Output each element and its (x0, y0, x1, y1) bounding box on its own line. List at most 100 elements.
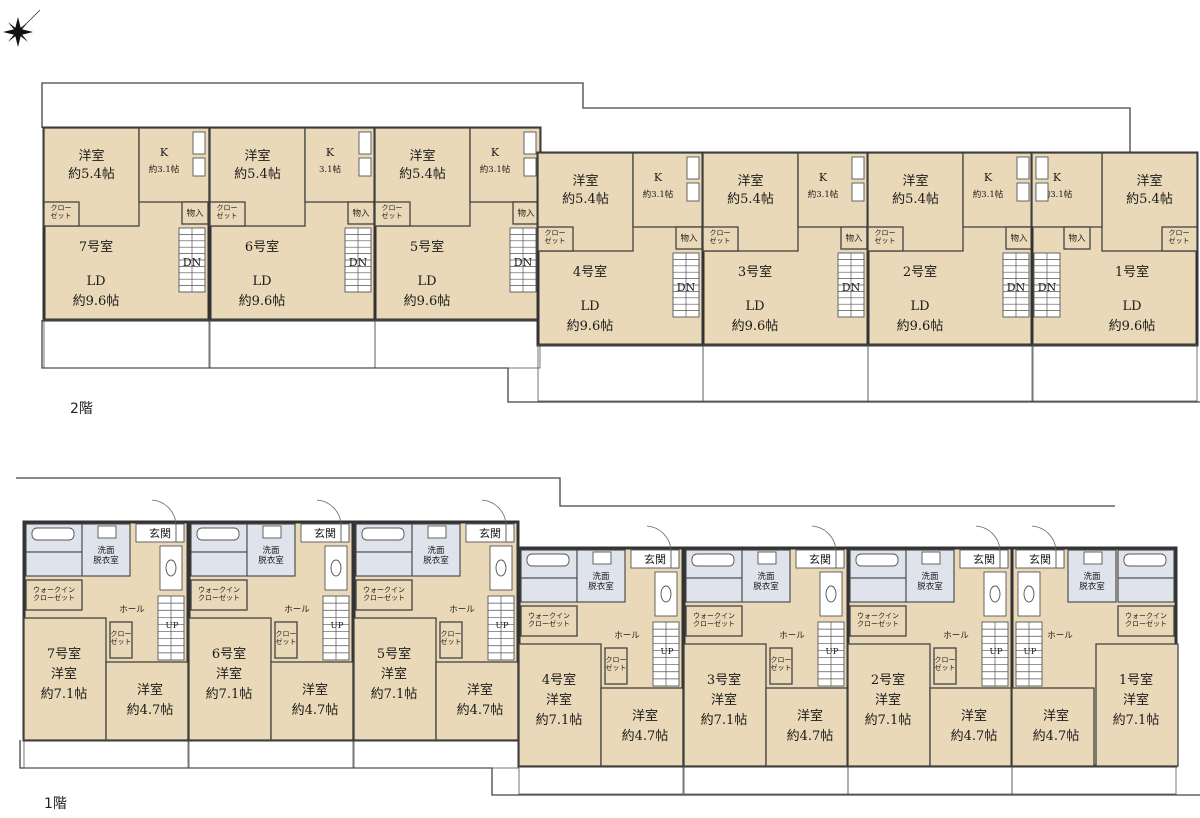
entrance-door-swing (811, 525, 837, 551)
kitchen-size: 約3.1帖 (480, 164, 511, 175)
small-western-label: 洋室 (797, 708, 823, 724)
shoe-cabinet (670, 549, 680, 569)
terrace (847, 765, 1013, 795)
entrance-label: 玄関 (1029, 552, 1051, 566)
unit-5-1f: UB洗面脱衣室玄関ウォークインクローゼットホールクローゼットUP5号室洋室約7.… (352, 499, 520, 769)
small-western-room (765, 687, 849, 767)
small-western-room (435, 661, 519, 741)
wash-basin (592, 551, 612, 565)
toilet-bowl (1023, 585, 1035, 603)
unit-number: 2号室 (903, 264, 937, 280)
storage (1063, 226, 1091, 250)
closet-label: クローゼット (111, 630, 132, 646)
unit-number: 5号室 (410, 239, 444, 255)
stair-down-label: DN (1007, 281, 1026, 294)
small-western-room (105, 661, 189, 741)
closet-label: クローゼット (217, 204, 238, 220)
small-western-room (600, 687, 684, 767)
stair-up-label: UP (496, 621, 509, 631)
unit-1-1f: UB洗面脱衣室玄関ウォークインクローゼットホールクローゼットUP1号室洋室約7.… (1010, 525, 1179, 795)
bath-floor (849, 577, 907, 603)
small-western-size: 約4.7帖 (622, 729, 669, 744)
unit-2-1f: UB洗面脱衣室玄関ウォークインクローゼットホールクローゼットUP2号室洋室約7.… (846, 525, 1014, 795)
toilet-bowl (660, 585, 672, 603)
western-room-size: 約5.4帖 (68, 167, 115, 182)
stove (686, 156, 700, 180)
small-western-label: 洋室 (302, 682, 328, 698)
ld-label: LD (910, 299, 929, 314)
closet (1161, 226, 1198, 252)
ld-size: 約9.6帖 (567, 319, 614, 334)
wash-basin (97, 525, 117, 539)
terrace (23, 739, 189, 769)
bath-floor (355, 551, 413, 577)
kitchen-size: 約3.1帖 (1042, 189, 1073, 200)
walk-in-closet (190, 579, 248, 611)
washroom-label: 洗面脱衣室 (93, 545, 119, 566)
closet (209, 201, 246, 227)
bathtub (526, 553, 570, 567)
large-western-size: 約7.1帖 (536, 713, 583, 728)
western-room-label: 洋室 (1136, 173, 1162, 189)
small-western-label: 洋室 (961, 708, 987, 724)
bathtub (855, 553, 899, 567)
western-room (43, 127, 140, 227)
hall-label: ホール (1047, 631, 1073, 641)
kitchen-label: K (654, 171, 663, 184)
ld-label: LD (417, 274, 436, 289)
toilet-bowl (495, 559, 507, 577)
hall-label: ホール (284, 605, 310, 615)
entrance-label: 玄関 (644, 552, 666, 566)
bath-floor (685, 577, 743, 603)
entrance-label: 玄関 (973, 552, 995, 566)
stair-up-label: UP (990, 647, 1003, 657)
entrance-label: 玄関 (809, 552, 831, 566)
washroom-label: 洗面脱衣室 (753, 571, 779, 592)
unit-6-1f: UB洗面脱衣室玄関ウォークインクローゼットホールクローゼットUP6号室洋室約7.… (187, 499, 355, 769)
first-floor: UB洗面脱衣室玄関ウォークインクローゼットホールクローゼットUP7号室洋室約7.… (22, 499, 1179, 795)
storage (181, 201, 209, 225)
unit-number: 1号室 (1119, 672, 1153, 688)
stove (1016, 156, 1030, 180)
walk-in-closet (1117, 605, 1175, 637)
kitchen-size: 約3.1帖 (149, 164, 180, 175)
toilet-bowl (330, 559, 342, 577)
closet-label: クローゼット (382, 204, 403, 220)
ld-size: 約9.6帖 (239, 294, 286, 309)
large-western-size: 約7.1帖 (1113, 713, 1160, 728)
unit-number: 5号室 (377, 646, 411, 662)
wash-basin (921, 551, 941, 565)
sink (523, 157, 537, 177)
unit-7-1f: UB洗面脱衣室玄関ウォークインクローゼットホールクローゼットUP7号室洋室約7.… (22, 499, 190, 769)
second-floor: 洋室約5.4帖クローゼットK約3.1帖物入DN7号室LD約9.6帖洋室約5.4帖… (42, 126, 1199, 402)
small-western-size: 約4.7帖 (292, 703, 339, 718)
entrance-door-swing (1031, 525, 1057, 551)
ld-size: 約9.6帖 (897, 319, 944, 334)
toilet-bowl (825, 585, 837, 603)
washroom-label: 洗面脱衣室 (423, 545, 449, 566)
closet (933, 647, 957, 685)
closet-label: クローゼット (710, 229, 731, 245)
closet-label: クローゼット (51, 204, 72, 220)
balcony (702, 344, 869, 402)
western-room-label: 洋室 (572, 173, 598, 189)
walk-in-closet-label: ウォークインクローゼット (363, 586, 405, 602)
closet (867, 226, 904, 252)
ld-size: 約9.6帖 (1109, 319, 1156, 334)
kitchen-label: K (491, 146, 500, 159)
stove (358, 131, 372, 155)
unit-number: 2号室 (871, 672, 905, 688)
stove (1035, 156, 1049, 180)
western-room-label: 洋室 (244, 148, 270, 164)
small-western-size: 約4.7帖 (127, 703, 174, 718)
sink (358, 157, 372, 177)
western-room-label: 洋室 (737, 173, 763, 189)
kitchen-size: 3.1帖 (319, 164, 342, 175)
ld-label: LD (252, 274, 271, 289)
terrace (518, 765, 684, 795)
first-floor-label: 1階 (44, 796, 67, 812)
entrance-door-swing (316, 499, 342, 525)
storage-label: 物入 (1068, 233, 1086, 244)
closet-label: クローゼット (771, 656, 792, 672)
